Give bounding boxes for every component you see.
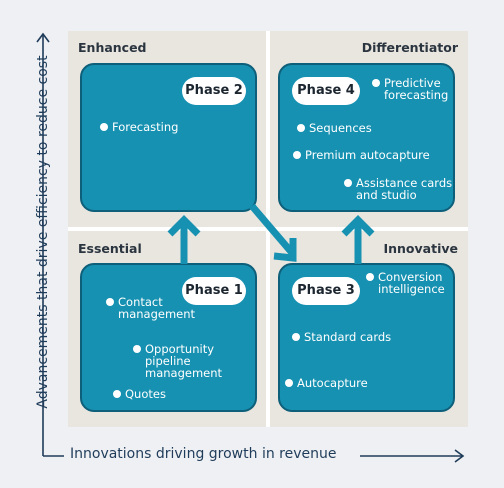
quadrant-label-essential: Essential xyxy=(78,241,142,256)
phase-2-item-forecasting: Forecasting xyxy=(100,121,178,133)
bullet-icon xyxy=(293,151,301,159)
x-axis-arrow xyxy=(360,449,465,463)
bullet-icon xyxy=(100,123,108,131)
arrow-phase2-to-phase3 xyxy=(249,203,297,262)
bullet-icon xyxy=(285,379,293,387)
phase-4-item-predictive-forecasting: Predictive forecasting xyxy=(372,77,448,101)
phase-3-item-autocapture: Autocapture xyxy=(285,377,368,389)
phase-2-pill: Phase 2 xyxy=(182,77,246,105)
quadrant-label-enhanced: Enhanced xyxy=(78,40,147,55)
bullet-icon xyxy=(372,79,380,87)
phase-3-card: Phase 3 Conversion intelligence Standard… xyxy=(278,263,455,412)
phase-1-item-opportunity-pipeline: Opportunity pipeline management xyxy=(133,343,222,379)
phase-3-item-standard-cards: Standard cards xyxy=(292,331,391,343)
phase-1-card: Phase 1 Contact management Opportunity p… xyxy=(80,263,257,412)
bullet-icon xyxy=(133,345,141,353)
phase-3-pill: Phase 3 xyxy=(292,277,360,305)
phase-4-card: Phase 4 Predictive forecasting Sequences… xyxy=(278,63,455,212)
bullet-icon xyxy=(106,298,114,306)
quadrant-label-differentiator: Differentiator xyxy=(361,40,458,55)
phase-3-item-conversion-intelligence: Conversion intelligence xyxy=(366,271,445,295)
phase-4-item-sequences: Sequences xyxy=(297,122,372,134)
bullet-icon xyxy=(366,273,374,281)
bullet-icon xyxy=(297,124,305,132)
y-axis-arrow xyxy=(36,32,64,457)
phase-4-item-assistance-cards: Assistance cards and studio xyxy=(344,177,452,201)
bullet-icon xyxy=(292,333,300,341)
quadrant-label-innovative: Innovative xyxy=(383,241,458,256)
phase-4-item-premium-autocapture: Premium autocapture xyxy=(293,149,430,161)
phase-2-card: Phase 2 Forecasting xyxy=(80,63,257,212)
bullet-icon xyxy=(344,179,352,187)
phase-1-item-quotes: Quotes xyxy=(113,388,166,400)
phase-1-pill: Phase 1 xyxy=(182,277,246,305)
arrow-phase1-to-phase2 xyxy=(167,215,201,264)
arrow-phase3-to-phase4 xyxy=(341,215,375,264)
phase-4-pill: Phase 4 xyxy=(292,77,360,105)
bullet-icon xyxy=(113,390,121,398)
phase-1-item-contact-management: Contact management xyxy=(106,296,195,320)
x-axis-label: Innovations driving growth in revenue xyxy=(70,446,337,462)
